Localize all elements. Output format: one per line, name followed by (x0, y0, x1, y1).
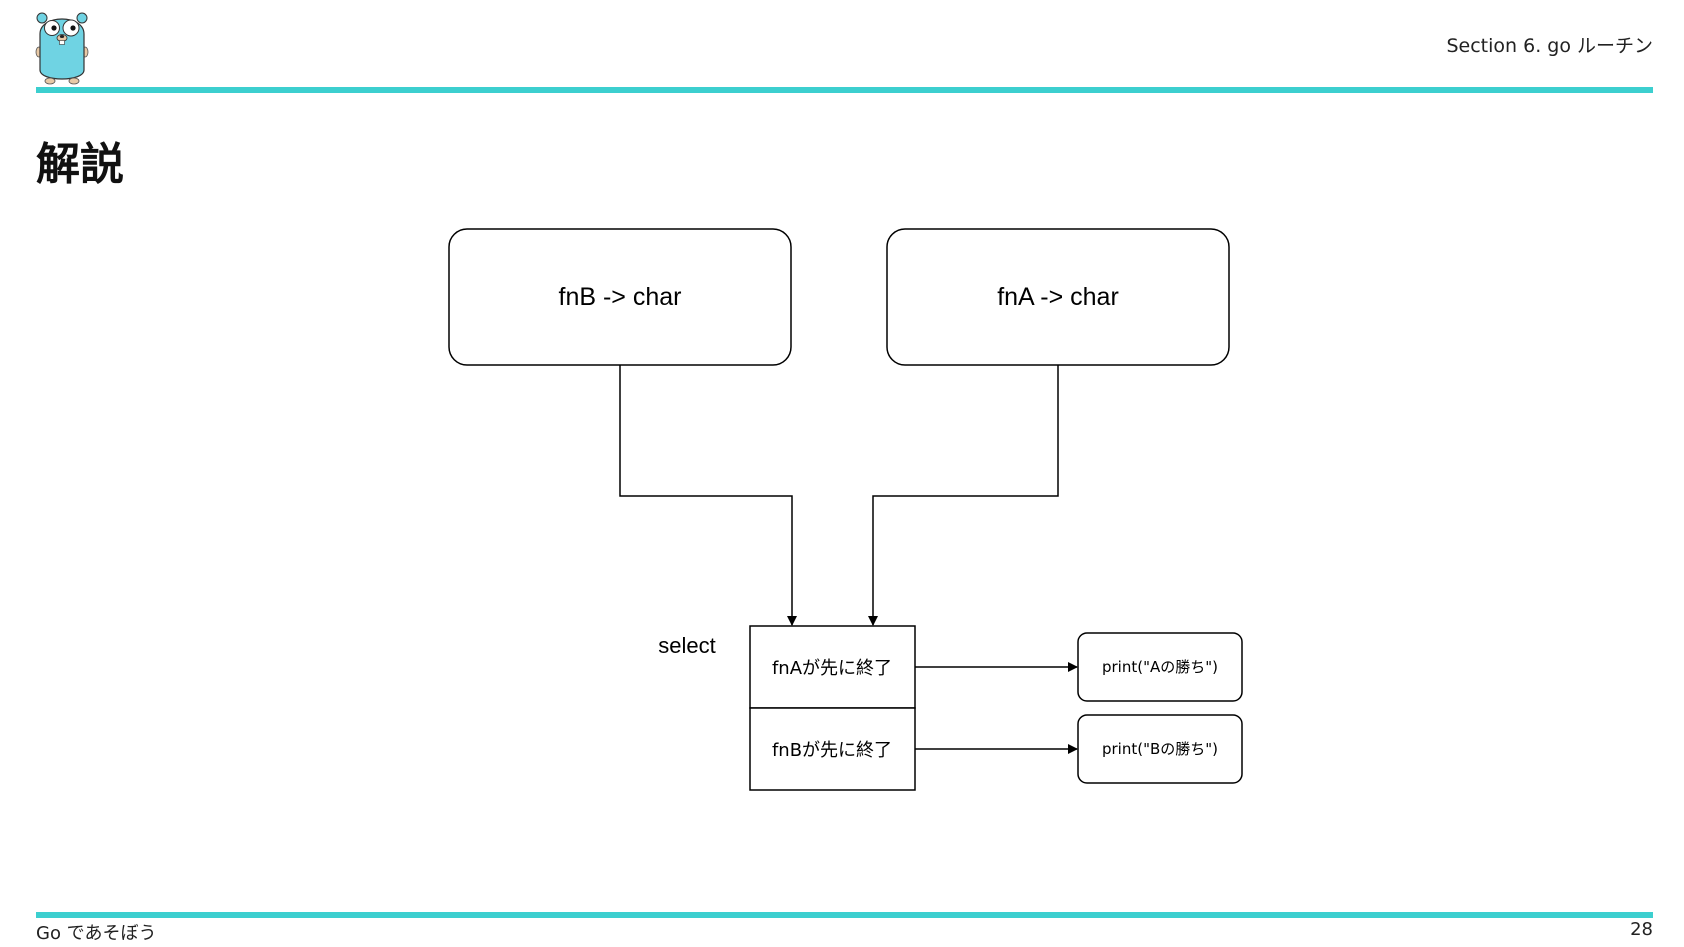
connector-fnA-to-select (868, 365, 1059, 626)
connector-fnB-to-select (619, 365, 797, 626)
select-case-fnA-label: fnAが先に終了 (772, 658, 892, 679)
fnB-box-label: fnB -> char (559, 283, 682, 311)
fnA-box: fnA -> char (886, 228, 1230, 366)
output-box-a-label: print("Aの勝ち") (1102, 658, 1218, 676)
fnA-box-label: fnA -> char (997, 283, 1119, 311)
output-box-a: print("Aの勝ち") (1077, 632, 1243, 702)
select-case-fnA: fnAが先に終了 (749, 625, 916, 709)
section-label: Section 6. go ルーチン (1446, 35, 1653, 57)
header-divider (36, 87, 1653, 93)
output-box-b-label: print("Bの勝ち") (1102, 740, 1218, 758)
select-case-fnB: fnBが先に終了 (749, 707, 916, 791)
page-title: 解説 (36, 139, 124, 190)
output-box-b: print("Bの勝ち") (1077, 714, 1243, 784)
select-label: select (658, 633, 715, 658)
fnB-box: fnB -> char (448, 228, 792, 366)
footer-title: Go であそぼう (36, 923, 157, 944)
footer-divider (36, 912, 1653, 918)
select-case-fnB-label: fnBが先に終了 (772, 740, 892, 761)
page-number: 28 (1630, 919, 1653, 940)
gopher-logo-icon (35, 12, 89, 85)
